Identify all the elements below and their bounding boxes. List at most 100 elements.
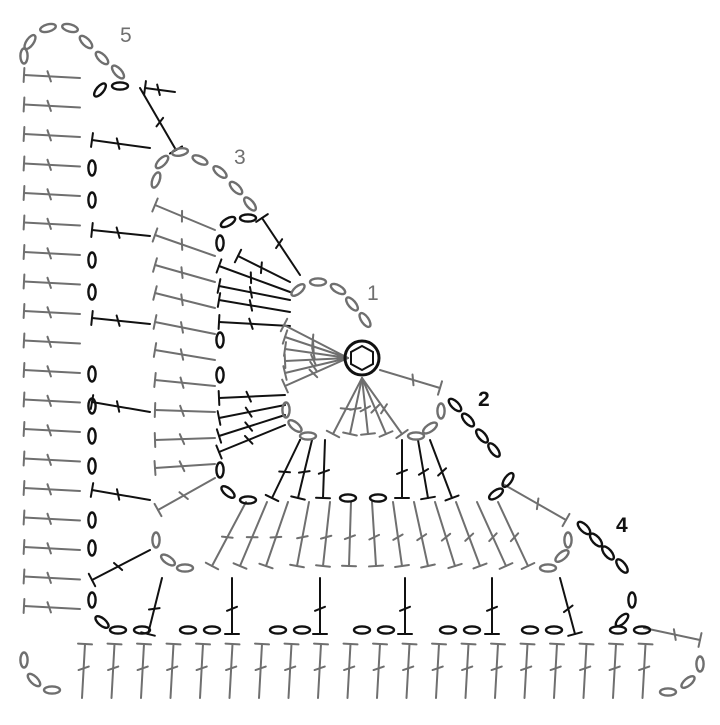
treble-stitch [432,644,446,698]
round-label-5: 5 [120,24,132,47]
chain-stitch [287,418,304,434]
chain-stitch [26,672,42,688]
treble-stitch [225,578,239,634]
treble-stitch [255,644,269,698]
treble-stitch [342,502,356,566]
treble-stitch [395,440,409,498]
treble-stitch [639,644,653,698]
chain-stitch [88,161,95,176]
treble-stitch [393,502,409,567]
treble-stitch [373,644,387,698]
chain-stitch [20,49,27,64]
chain-stitch [680,674,697,690]
chain-stitch [614,557,630,574]
chain-stitch [88,367,95,382]
round-label-3: 3 [234,146,246,169]
chain-stitch [88,193,95,208]
chain-stitch [61,22,78,33]
treble-stitch [24,216,80,230]
treble-stitch [316,502,331,567]
treble-stitch [108,644,122,698]
chain-stitch [88,593,95,608]
chain-stitch [340,494,356,501]
chain-stitch [112,82,128,89]
round-label-4: 4 [616,514,628,537]
treble-stitch [196,644,210,698]
treble-stitch [91,133,150,149]
treble-stitch [91,483,150,500]
chain-stitch [378,626,394,633]
treble-stitch [314,644,328,698]
chain-stitch [500,471,515,488]
treble-stitch [256,214,300,275]
treble-stitch [24,363,80,377]
treble-stitch [154,373,215,388]
treble-stitch [485,578,499,634]
treble-stitch [153,258,215,282]
treble-stitch [414,502,435,567]
chain-stitch [487,486,504,501]
chain-stitch [242,196,258,213]
treble-stitch [91,395,150,412]
treble-stitch [91,311,150,326]
treble-stitch [155,403,215,417]
chain-stitch [447,397,463,413]
treble-stitch [435,502,462,568]
treble-stitch [284,342,348,358]
chain-stitch [554,548,571,564]
chain-stitch [240,496,256,503]
round-5-stitches [20,22,703,698]
chain-stitch [294,626,310,633]
chain-stitch [204,626,220,633]
round-1-stitches [281,278,445,439]
treble-stitch [78,644,92,698]
treble-stitch [218,293,290,312]
treble-stitch [89,550,150,586]
treble-stitch [153,228,215,256]
treble-stitch [167,644,181,698]
treble-stitch [155,478,215,516]
chain-stitch [216,368,223,383]
treble-stitch [290,502,309,567]
treble-stitch [226,644,240,698]
chain-stitch [437,404,444,419]
treble-stitch [235,250,290,282]
chain-stitch [546,626,562,633]
chain-stitch [540,564,556,571]
treble-stitch [24,334,80,348]
chain-stitch [44,686,60,693]
chain-stitch [634,626,650,633]
chain-stitch [474,428,490,445]
chain-stitch [134,626,150,633]
treble-stitch [218,405,285,425]
treble-stitch [291,440,312,500]
chain-stitch [150,171,162,188]
treble-stitch [24,452,80,466]
chain-stitch [212,164,229,180]
treble-stitch [137,644,151,698]
treble-stitch [154,343,215,360]
treble-stitch [398,578,412,634]
chain-stitch [329,282,346,296]
round-4-stitches [88,81,650,636]
treble-stitch [155,433,215,447]
treble-stitch [369,502,383,566]
chain-stitch [522,626,538,633]
chain-stitch [660,688,676,695]
chain-stitch [370,494,386,501]
chain-stitch [110,626,126,633]
chain-stitch [92,82,108,99]
chain-stitch [464,626,480,633]
chain-stitch [344,296,360,313]
treble-stitch [24,275,80,289]
chain-stitch [628,593,635,608]
treble-stitch [503,484,569,526]
treble-stitch [24,393,80,407]
treble-stitch [343,378,362,435]
treble-stitch [313,578,327,634]
treble-stitch [403,644,417,698]
treble-stitch [234,502,267,569]
treble-stitch [24,245,80,259]
treble-stitch [24,157,80,171]
